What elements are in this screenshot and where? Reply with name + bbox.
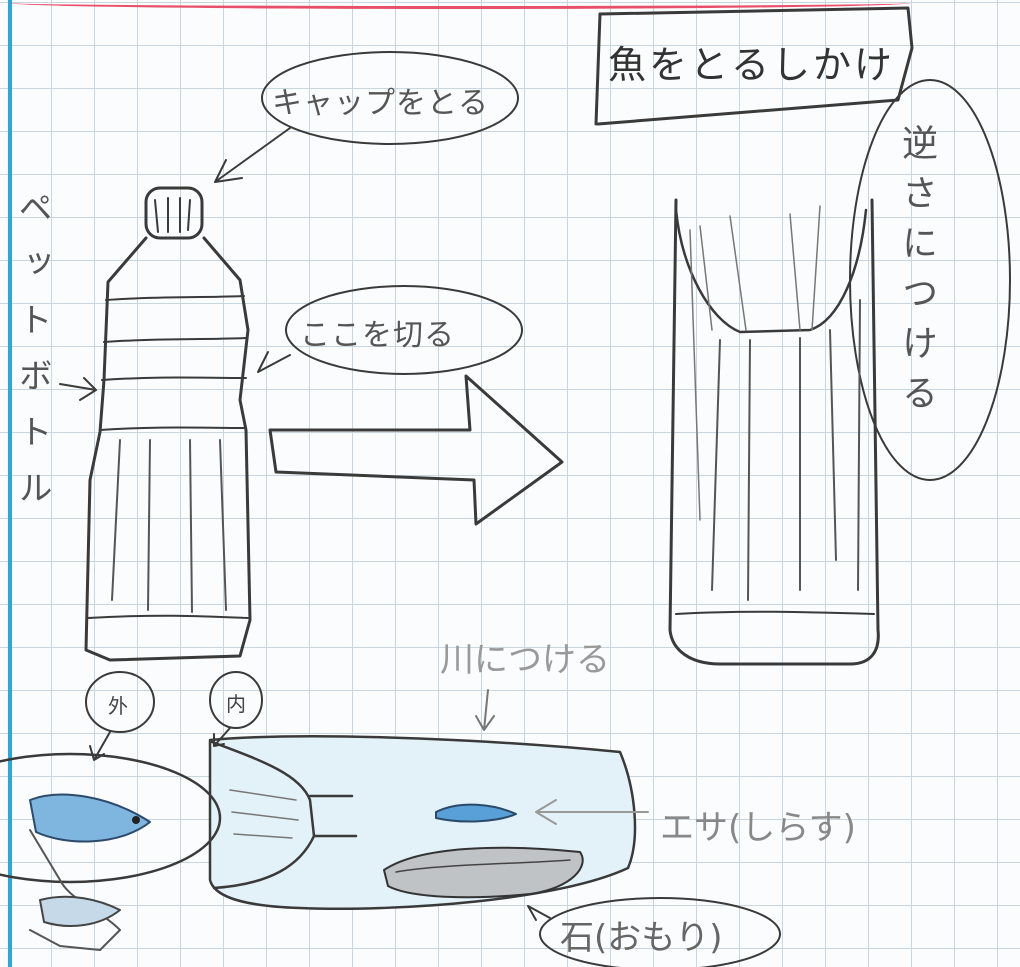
outer-circle-label: 外 — [108, 694, 128, 718]
title-box — [594, 6, 914, 126]
margin-line — [8, 0, 12, 967]
river-label: 川につける — [440, 640, 610, 680]
bottle-drawing — [59, 186, 252, 662]
bait-fish-icon — [435, 799, 649, 825]
bait-label: エサ(しらす) — [660, 808, 856, 848]
cut-pointer — [257, 351, 291, 373]
stone-icon — [383, 846, 584, 899]
cap-bubble — [261, 51, 519, 145]
page-title: 魚をとるしかけ — [608, 43, 896, 87]
fish-icon — [29, 793, 151, 951]
cap-label: キャップをとる — [272, 86, 489, 121]
reverse-label: 逆さにつける — [896, 124, 937, 424]
inner-circle-label: 内 — [226, 692, 246, 716]
outer-circle — [85, 671, 155, 733]
inner-circle — [209, 671, 263, 729]
cut-bubble — [285, 285, 523, 375]
arrow-right — [268, 374, 564, 526]
river-pointer — [475, 689, 495, 731]
weight-bubble — [539, 897, 781, 967]
cap-pointer — [214, 127, 291, 183]
top-red-line — [10, 0, 910, 9]
outer-loop — [0, 752, 222, 884]
cut-label: ここを切る — [300, 318, 455, 353]
inverted-bottle-drawing — [668, 198, 880, 666]
pet-bottle-label: ペットボトル — [12, 190, 52, 526]
weight-pointer — [527, 905, 551, 921]
weight-label: 石(おもり) — [560, 918, 723, 958]
